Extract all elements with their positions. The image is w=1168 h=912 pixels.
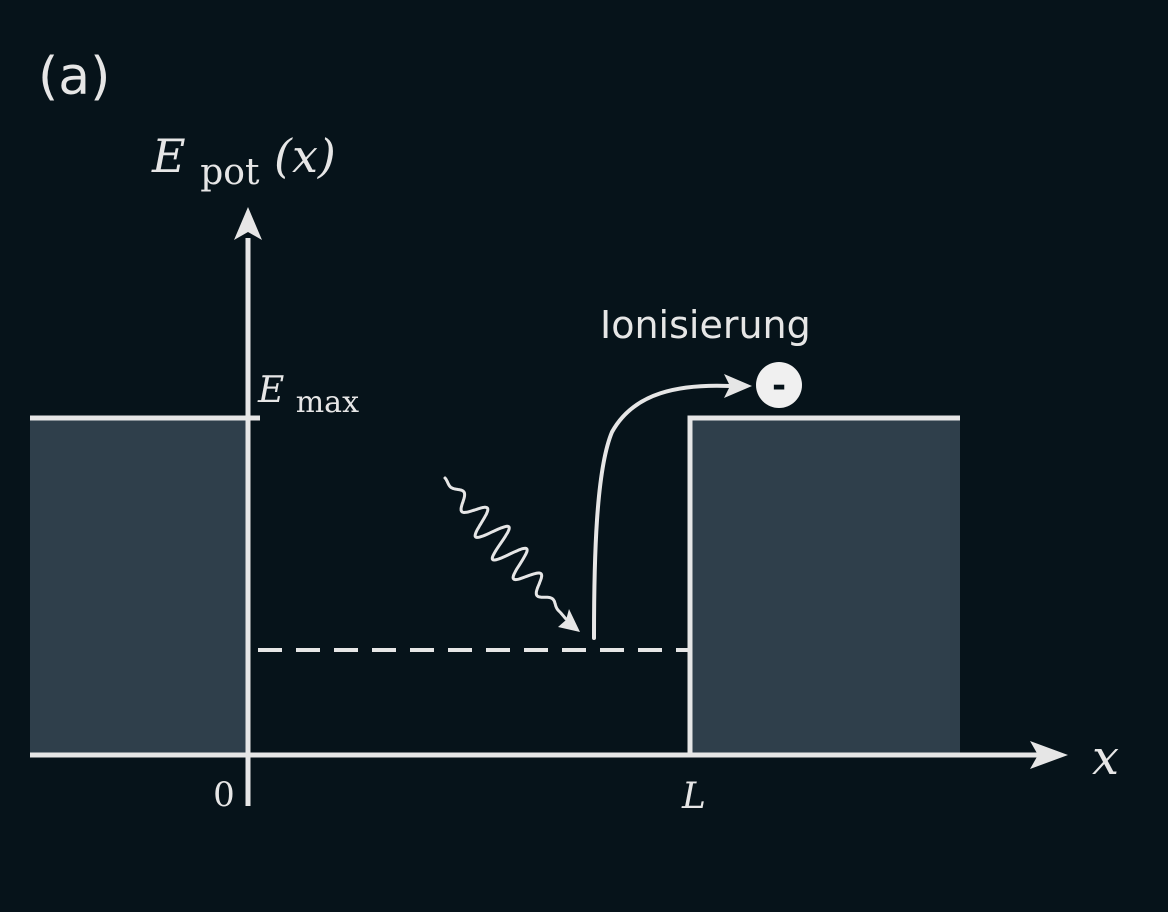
tick-L: L: [681, 776, 706, 817]
x-axis-label: x: [1092, 730, 1119, 786]
e-max-label: E max: [257, 370, 359, 420]
electron-sign: -: [772, 366, 786, 406]
e-max-subscript: max: [296, 385, 359, 420]
y-axis-arrowhead: [234, 207, 262, 240]
photon-arrowhead: [558, 609, 580, 632]
y-axis-argument: (x): [274, 129, 336, 183]
ionization-arrowhead: [724, 374, 752, 398]
photon-wave: [443, 476, 568, 621]
y-axis-subscript: pot: [200, 152, 260, 193]
electron: [756, 362, 802, 408]
ionization-label: Ionisierung: [600, 303, 811, 347]
y-axis-symbol: E: [151, 129, 186, 183]
left-barrier: [30, 418, 248, 755]
tick-zero: 0: [213, 775, 235, 815]
y-axis-label: E pot (x): [151, 129, 336, 195]
x-axis-arrowhead: [1030, 741, 1068, 769]
right-barrier-outline: [687, 415, 960, 755]
ionization-arrow: [592, 383, 732, 640]
right-barrier: [690, 418, 960, 755]
e-max-symbol: E: [257, 370, 284, 411]
panel-label: (a): [38, 47, 110, 107]
